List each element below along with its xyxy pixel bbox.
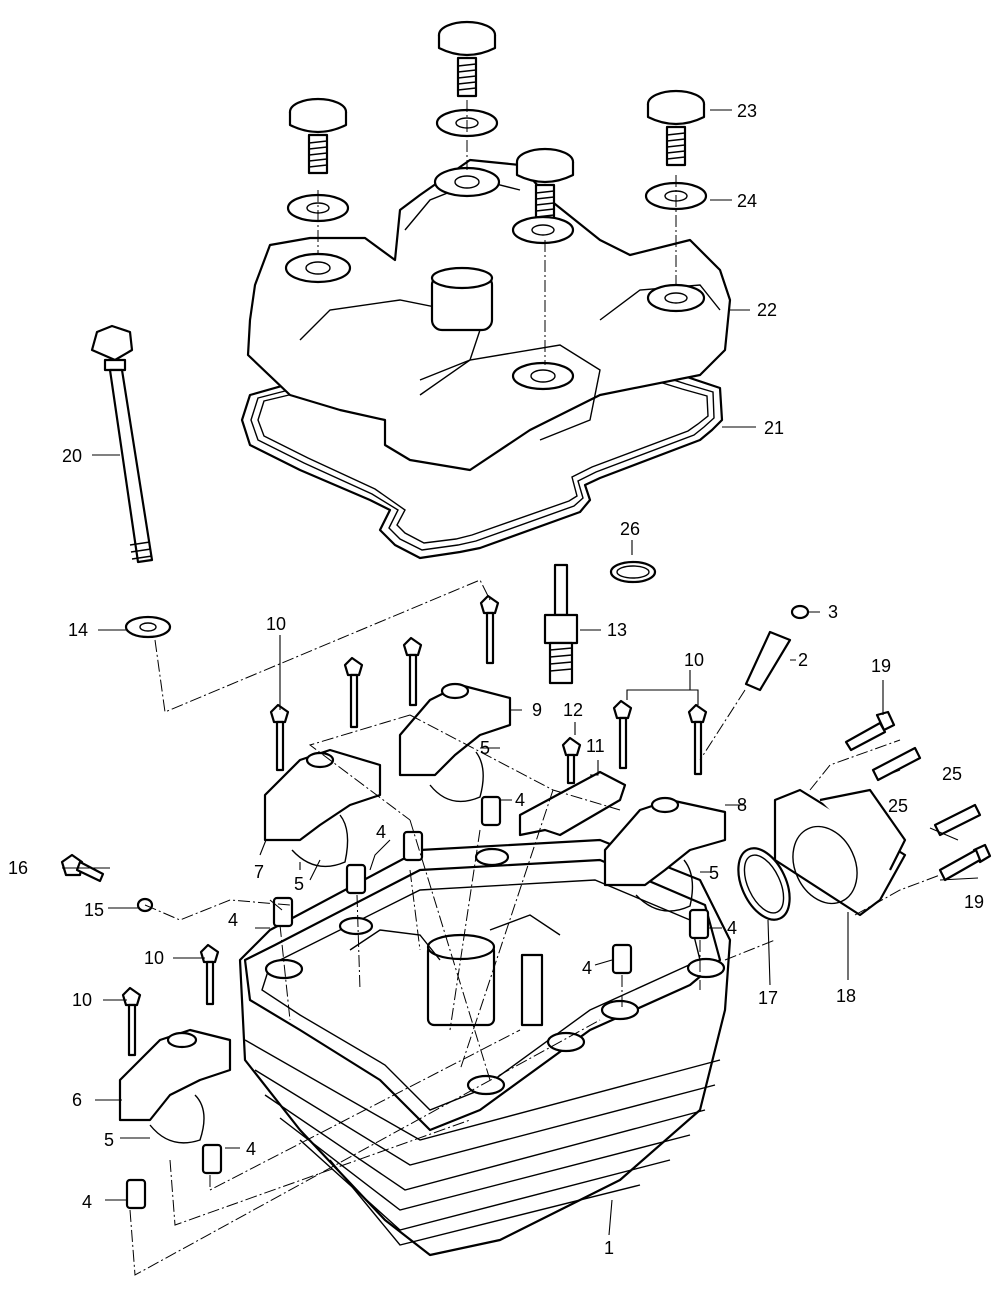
dowel-pins	[125, 795, 710, 1210]
callout-10a: 10	[266, 614, 286, 634]
callout-25a: 25	[888, 796, 908, 816]
intake-parts	[737, 710, 992, 921]
callout-labels: 1 2 3 4 4 4 4 4 4 4 5 5 5 5 6 7 8 9 10 1…	[8, 101, 984, 1258]
callout-4f: 4	[246, 1139, 256, 1159]
callout-10c: 10	[144, 948, 164, 968]
callout-13: 13	[607, 620, 627, 640]
callout-10d: 10	[72, 990, 92, 1010]
callout-18: 18	[836, 986, 856, 1006]
callout-15: 15	[84, 900, 104, 920]
cover-bolt-3	[511, 147, 575, 245]
callout-22: 22	[757, 300, 777, 320]
callout-4c: 4	[228, 910, 238, 930]
callout-4e: 4	[582, 958, 592, 978]
callout-19a: 19	[871, 656, 891, 676]
ring-part	[609, 560, 657, 584]
callout-5d: 5	[104, 1130, 114, 1150]
callout-1: 1	[604, 1238, 614, 1258]
cap-bolts	[121, 594, 708, 1057]
callout-2: 2	[798, 650, 808, 670]
cam-cap-8	[603, 796, 727, 912]
callout-5c: 5	[709, 863, 719, 883]
callout-5b: 5	[294, 874, 304, 894]
assembly-lines	[129, 579, 941, 1276]
callout-17: 17	[758, 988, 778, 1008]
callout-8: 8	[737, 795, 747, 815]
spark-plug	[543, 563, 579, 685]
callout-11: 11	[586, 736, 605, 756]
callout-4b: 4	[376, 822, 386, 842]
cam-cap-6	[118, 1028, 232, 1144]
callout-14: 14	[68, 620, 88, 640]
leader-lines	[62, 109, 979, 1236]
callout-10b: 10	[684, 650, 704, 670]
callout-4a: 4	[515, 790, 525, 810]
callout-5a: 5	[480, 738, 490, 758]
stud-bolt	[90, 324, 172, 639]
cover-bolts	[286, 20, 708, 365]
cam-cap-7	[263, 748, 382, 868]
callout-4d: 4	[727, 918, 737, 938]
cover-bolt-4	[644, 89, 708, 211]
callout-21: 21	[764, 418, 784, 438]
callout-9: 9	[532, 700, 542, 720]
cover-bolt-1	[435, 20, 499, 138]
callout-25b: 25	[942, 764, 962, 784]
cylinder-head	[238, 838, 732, 1257]
cam-cap-9	[398, 682, 512, 803]
callout-16: 16	[8, 858, 28, 878]
callout-4g: 4	[82, 1192, 92, 1212]
callout-6: 6	[72, 1090, 82, 1110]
side-bolt	[60, 853, 154, 913]
callout-7: 7	[254, 862, 264, 882]
callout-24: 24	[737, 191, 757, 211]
cam-caps	[118, 682, 727, 1144]
callout-3: 3	[828, 602, 838, 622]
callout-20: 20	[62, 446, 82, 466]
callout-12: 12	[563, 700, 583, 720]
callout-23: 23	[737, 101, 757, 121]
guide-pin	[744, 604, 810, 692]
callout-19b: 19	[964, 892, 984, 912]
callout-26: 26	[620, 519, 640, 539]
cover-bolt-2	[286, 97, 350, 223]
